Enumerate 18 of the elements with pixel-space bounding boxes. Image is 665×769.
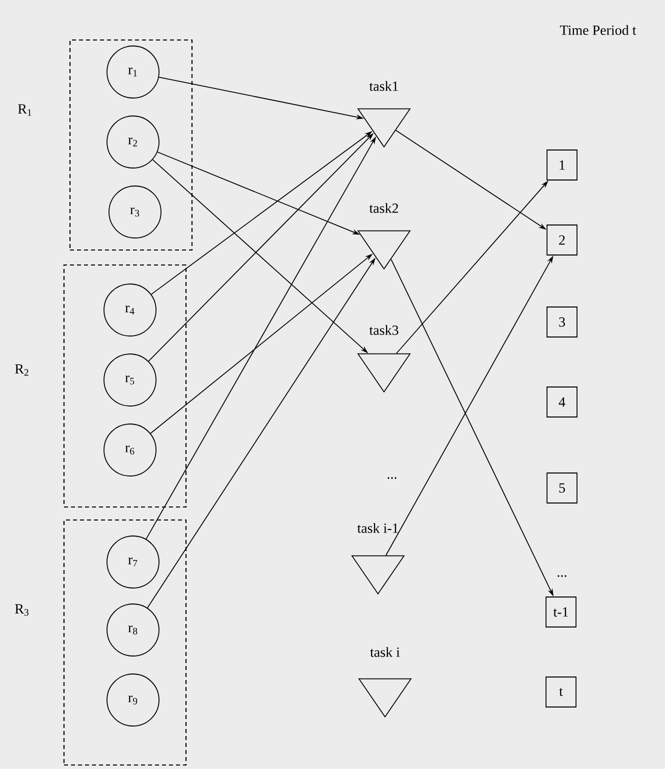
period-box: t bbox=[546, 676, 576, 708]
ellipsis: ... bbox=[388, 477, 396, 479]
group-label: R$_{2}$ bbox=[15, 364, 28, 376]
period-box: 2 bbox=[546, 224, 578, 256]
group-label: R$_{3}$ bbox=[15, 604, 28, 616]
group-label: R$_{1}$ bbox=[18, 104, 32, 116]
task-label: task3 bbox=[369, 325, 398, 335]
task-label: task2 bbox=[369, 203, 398, 213]
ellipsis: ... bbox=[558, 575, 566, 577]
period-box: 5 bbox=[546, 472, 578, 504]
task-label: task i bbox=[370, 647, 400, 657]
task-label: task1 bbox=[369, 81, 398, 91]
period-box: 3 bbox=[546, 306, 578, 338]
period-heading: Time Period t bbox=[560, 25, 636, 35]
period-box: 4 bbox=[546, 386, 578, 418]
task-label: task i-1 bbox=[357, 523, 398, 533]
period-box: t-1 bbox=[546, 596, 576, 628]
period-box: 1 bbox=[546, 150, 578, 180]
